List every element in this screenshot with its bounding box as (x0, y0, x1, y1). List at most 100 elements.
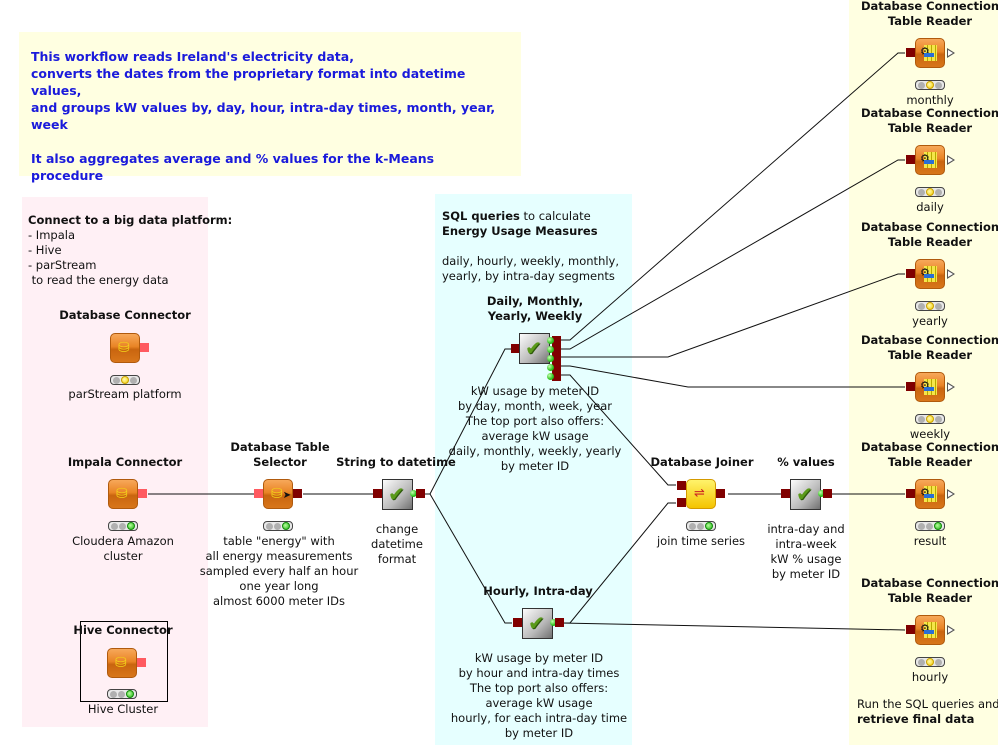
output-port[interactable] (716, 489, 725, 498)
status-indicator (915, 521, 945, 531)
node-label: daily (916, 200, 944, 214)
checkmark-icon: ✔ (522, 608, 553, 639)
annotation-text: to calculate (519, 209, 591, 223)
output-port[interactable] (947, 489, 955, 499)
node-label: sampled every half an hour (199, 564, 359, 578)
node-title: Database Joiner (650, 455, 754, 469)
node-label: join time series (656, 534, 746, 548)
port-status-dot (547, 364, 554, 371)
edge-datetime-to-daily[interactable] (423, 348, 512, 495)
status-indicator (107, 689, 137, 699)
node-label: table "energy" with (223, 534, 335, 548)
output-port-1[interactable] (552, 336, 561, 345)
output-port[interactable] (138, 489, 147, 498)
output-port[interactable] (293, 489, 302, 498)
edge-hourly-to-joiner[interactable] (561, 502, 676, 624)
edge-daily-to-daily-reader[interactable] (561, 159, 905, 350)
output-port[interactable] (947, 155, 955, 165)
workflow-description-annotation: This workflow reads Ireland's electricit… (19, 32, 521, 183)
table-reader-icon: ⚙ (915, 372, 945, 402)
node-title: Impala Connector (67, 455, 183, 469)
input-port-1[interactable] (677, 481, 686, 490)
annotation-title: Connect to a big data platform: (28, 213, 233, 227)
edge-daily-to-yearly[interactable] (561, 273, 905, 358)
status-indicator (915, 187, 945, 197)
node-label: weekly (909, 427, 951, 441)
node-title: Hive Connector (73, 623, 173, 637)
output-port[interactable] (555, 618, 564, 627)
node-label: intra-week (775, 537, 837, 551)
output-port[interactable] (140, 343, 149, 352)
node-title: Selector (253, 455, 307, 469)
node-label: hourly, for each intra-day time (450, 711, 628, 725)
input-port[interactable] (781, 489, 790, 498)
port-status-dot (547, 355, 554, 362)
database-icon: ⛁ (107, 648, 137, 678)
input-port[interactable] (906, 269, 915, 278)
table-reader-icon: ⚙ (915, 615, 945, 645)
input-port-2[interactable] (677, 498, 686, 507)
node-title: % values (777, 455, 835, 469)
table-reader-icon: ⚙ (915, 479, 945, 509)
status-indicator (915, 301, 945, 311)
node-label: result (913, 534, 947, 548)
output-port-5[interactable] (552, 372, 561, 381)
connect-platform-annotation (22, 197, 208, 727)
database-icon: ⛁ (108, 479, 138, 509)
annotation-text: Run the SQL queries and (857, 697, 998, 711)
node-title: Database Connection (860, 220, 998, 234)
node-title: Table Reader (887, 14, 973, 28)
selected-node-frame (80, 621, 168, 702)
edge-daily-to-monthly[interactable] (561, 52, 905, 341)
node-label: almost 6000 meter IDs (212, 594, 346, 608)
database-arrow-icon: ⛁➤ (263, 479, 293, 509)
edge-daily-to-joiner[interactable] (561, 374, 676, 486)
output-port[interactable] (823, 489, 832, 498)
node-title: Table Reader (887, 348, 973, 362)
node-label: The top port also offers: (465, 414, 605, 428)
output-port-3[interactable] (552, 354, 561, 363)
output-port[interactable] (137, 658, 146, 667)
node-label: change (375, 522, 419, 536)
edge-datetime-to-hourly[interactable] (429, 493, 512, 624)
node-label: kW usage by meter ID (470, 384, 600, 398)
node-label: average kW usage (481, 429, 589, 443)
output-port-4[interactable] (552, 363, 561, 372)
annotation-text: yearly, by intra-day segments (442, 269, 615, 283)
input-port[interactable] (513, 618, 522, 627)
input-port[interactable] (511, 344, 520, 353)
input-port[interactable] (906, 382, 915, 391)
annotation-line: converts the dates from the proprietary … (31, 66, 466, 98)
table-reader-icon: ⚙ (915, 38, 945, 68)
input-port[interactable] (906, 489, 915, 498)
output-port[interactable] (947, 625, 955, 635)
status-indicator (108, 521, 138, 531)
node-label: daily, monthly, weekly, yearly (448, 444, 622, 458)
input-port[interactable] (906, 625, 915, 634)
node-label: kW % usage (770, 552, 842, 566)
node-title: Database Connection (860, 333, 998, 347)
node-title: Table Reader (887, 591, 973, 605)
annotation-item: to read the energy data (28, 273, 169, 287)
status-indicator (263, 521, 293, 531)
node-label: by hour and intra-day times (458, 666, 620, 680)
node-label: Cloudera Amazon (72, 534, 174, 548)
node-label: all energy measurements (205, 549, 353, 563)
node-title: Database Table (230, 440, 330, 454)
input-port[interactable] (906, 48, 915, 57)
annotation-line: and groups kW values by, day, hour, intr… (31, 100, 496, 132)
output-port[interactable] (947, 48, 955, 58)
output-port[interactable] (947, 269, 955, 279)
annotation-line: It also aggregates average and % values … (31, 151, 435, 183)
input-port[interactable] (254, 489, 263, 498)
edge-daily-to-weekly[interactable] (561, 365, 905, 388)
output-port-2[interactable] (552, 345, 561, 354)
output-port[interactable] (947, 382, 955, 392)
node-label: datetime (371, 537, 423, 551)
input-port[interactable] (906, 155, 915, 164)
node-label: by meter ID (504, 726, 574, 740)
output-port[interactable] (416, 489, 425, 498)
node-title: Database Connection (860, 576, 998, 590)
input-port[interactable] (373, 489, 382, 498)
edge-hourly-to-hourly-reader[interactable] (560, 622, 906, 631)
